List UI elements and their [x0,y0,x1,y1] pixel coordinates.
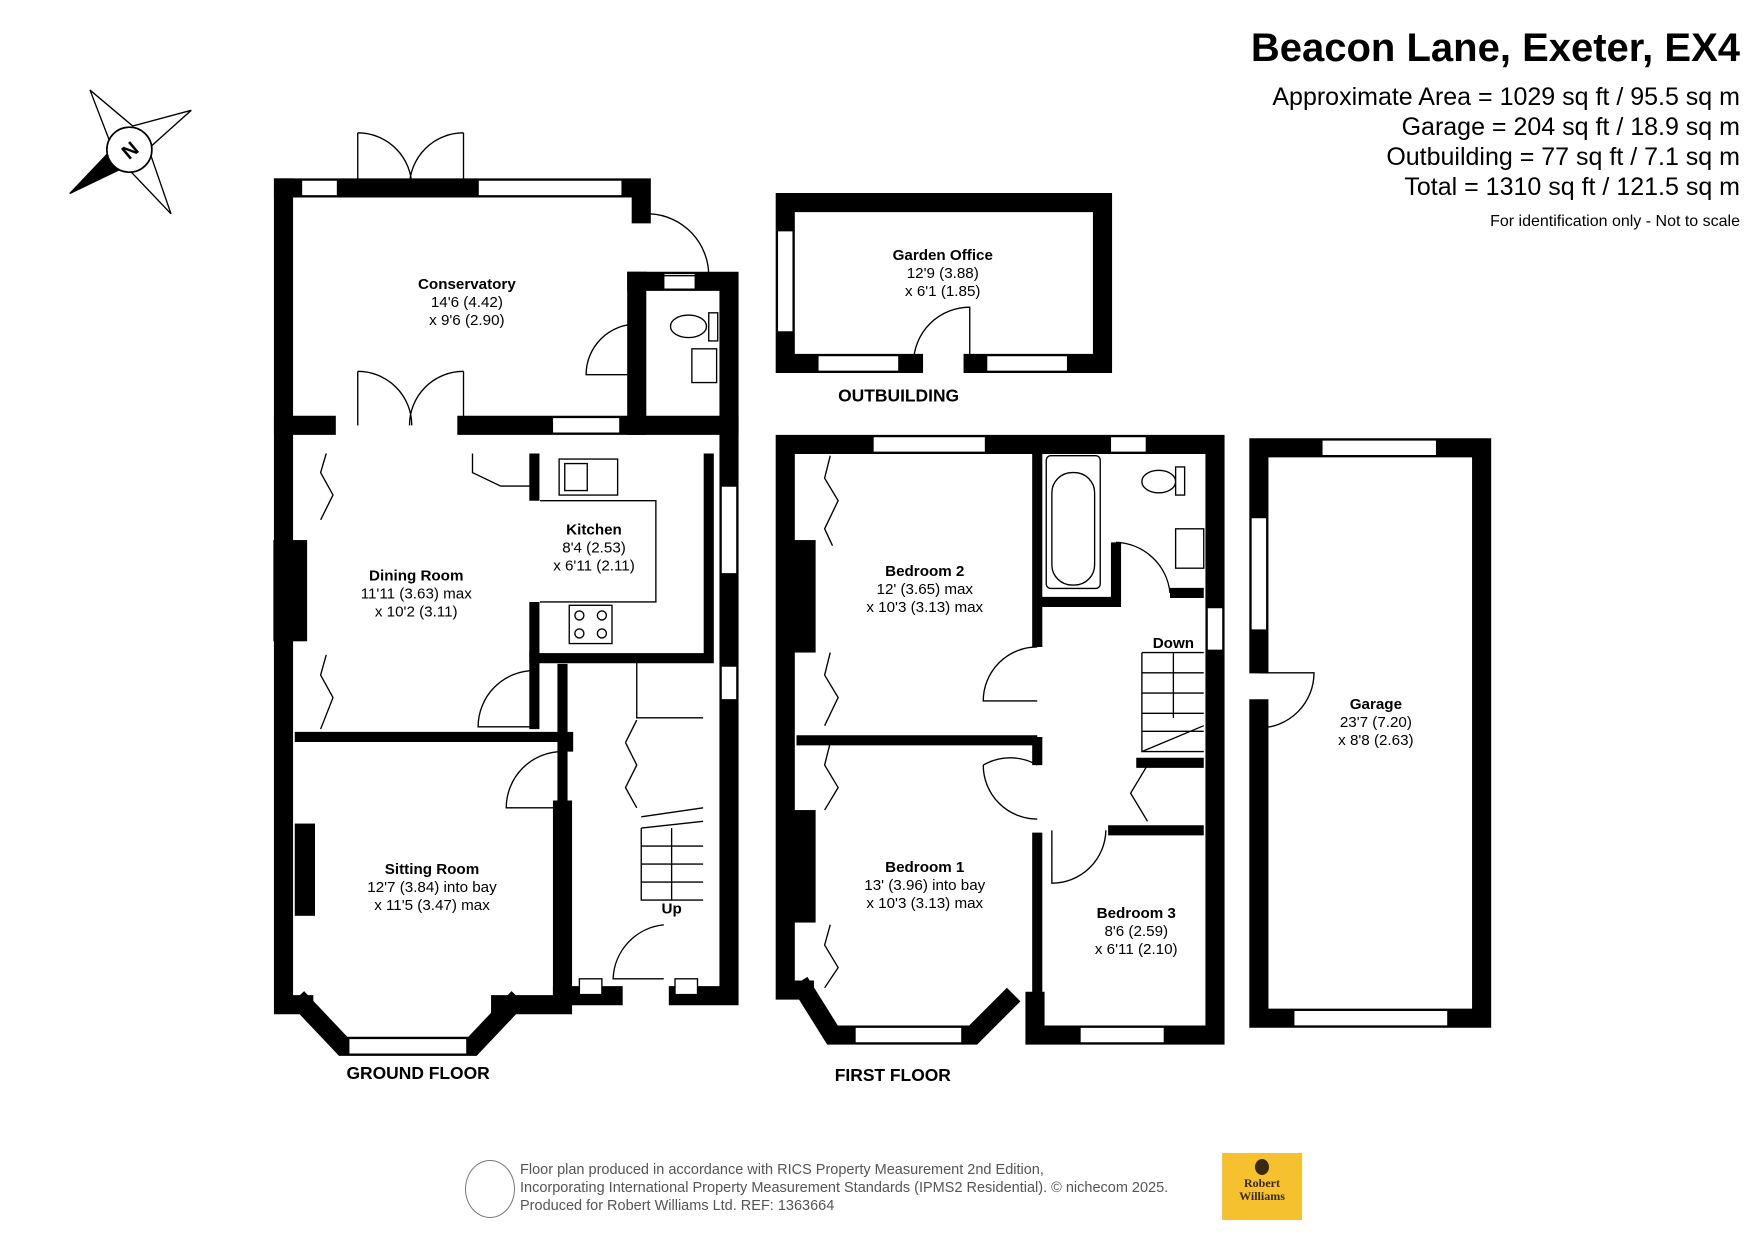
room-dining: Dining Room 11'11 (3.63) max x 10'2 (3.1… [361,568,473,621]
svg-text:Sitting Room: Sitting Room [385,861,479,878]
svg-text:Conservatory: Conservatory [418,276,516,293]
room-garden-office: Garden Office 12'9 (3.88) x 6'1 (1.85) [893,247,993,300]
svg-text:11'11 (3.63) max: 11'11 (3.63) max [361,586,473,603]
footer-line-2: Incorporating International Property Mea… [520,1180,1169,1196]
logo-text: Robert Williams [1239,1176,1285,1203]
room-bedroom-2: Bedroom 2 12' (3.65) max x 10'3 (3.13) m… [866,563,983,616]
svg-text:12'7 (3.84) into bay: 12'7 (3.84) into bay [367,879,497,896]
svg-text:x 9'6 (2.90): x 9'6 (2.90) [429,312,504,329]
svg-text:x 10'3 (3.13) max: x 10'3 (3.13) max [866,895,983,912]
svg-text:Kitchen: Kitchen [566,521,622,538]
svg-text:23'7 (7.20): 23'7 (7.20) [1340,714,1412,731]
scale-note: For identification only - Not to scale [1490,213,1740,230]
svg-text:8'6 (2.59): 8'6 (2.59) [1104,923,1168,940]
area-approximate: Approximate Area = 1029 sq ft / 95.5 sq … [1272,83,1740,111]
room-bedroom-1: Bedroom 1 13' (3.96) into bay x 10'3 (3.… [864,859,985,912]
first-floor-plan: Down FIRST FLOOR [775,434,1225,1085]
svg-text:Bedroom 2: Bedroom 2 [885,563,964,580]
svg-text:x 6'11 (2.11): x 6'11 (2.11) [553,557,635,574]
robert-williams-logo: Robert Williams [1222,1153,1302,1220]
svg-text:12'9 (3.88): 12'9 (3.88) [907,265,979,282]
outbuilding-plan: OUTBUILDING [775,193,1113,406]
logo-emblem-icon [1255,1159,1269,1175]
room-kitchen: Kitchen 8'4 (2.53) x 6'11 (2.11) [553,521,635,574]
svg-text:x 10'2 (3.11): x 10'2 (3.11) [375,604,458,621]
garage-plan [1249,438,1492,1028]
svg-text:x 6'11 (2.10): x 6'11 (2.10) [1095,941,1178,958]
svg-text:12' (3.65) max: 12' (3.65) max [877,581,974,598]
person-icon [465,1160,515,1218]
stairs-down-label: Down [1153,635,1194,652]
svg-text:x 11'5 (3.47) max: x 11'5 (3.47) max [374,897,490,914]
svg-text:Garage: Garage [1350,696,1402,713]
svg-text:x 10'3 (3.13) max: x 10'3 (3.13) max [866,599,983,616]
outbuilding-label: OUTBUILDING [838,386,959,406]
stairs-up-label: Up [662,901,682,918]
svg-text:Bedroom 1: Bedroom 1 [885,859,965,876]
room-bedroom-3: Bedroom 3 8'6 (2.59) x 6'11 (2.10) [1095,905,1178,958]
room-garage: Garage 23'7 (7.20) x 8'8 (2.63) [1338,696,1413,749]
svg-text:x 6'1 (1.85): x 6'1 (1.85) [905,283,980,300]
svg-text:x 8'8 (2.63): x 8'8 (2.63) [1338,732,1413,749]
room-sitting: Sitting Room 12'7 (3.84) into bay x 11'5… [367,861,497,914]
footer-text: Floor plan produced in accordance with R… [520,1161,1168,1215]
footer-line-1: Floor plan produced in accordance with R… [520,1162,1044,1178]
area-total: Total = 1310 sq ft / 121.5 sq m [1404,173,1740,201]
svg-text:Dining Room: Dining Room [369,568,463,585]
svg-text:Garden Office: Garden Office [893,247,993,264]
svg-text:8'4 (2.53): 8'4 (2.53) [562,539,626,556]
footer-line-3: Produced for Robert Williams Ltd. REF: 1… [520,1198,835,1214]
property-title: Beacon Lane, Exeter, EX4 [1250,26,1740,70]
svg-text:14'6 (4.42): 14'6 (4.42) [431,294,503,311]
area-outbuilding: Outbuilding = 77 sq ft / 7.1 sq m [1386,143,1740,171]
ground-floor-plan: Up GROUND FLOOR [273,132,739,1083]
room-conservatory: Conservatory 14'6 (4.42) x 9'6 (2.90) [418,276,516,329]
compass-icon: N [69,89,192,215]
svg-text:Bedroom 3: Bedroom 3 [1097,905,1176,922]
area-summary: Approximate Area = 1029 sq ft / 95.5 sq … [1272,82,1740,202]
svg-text:13' (3.96) into bay: 13' (3.96) into bay [864,877,985,894]
area-garage: Garage = 204 sq ft / 18.9 sq m [1401,113,1740,141]
ground-floor-label: GROUND FLOOR [347,1063,491,1083]
first-floor-label: FIRST FLOOR [835,1065,952,1085]
